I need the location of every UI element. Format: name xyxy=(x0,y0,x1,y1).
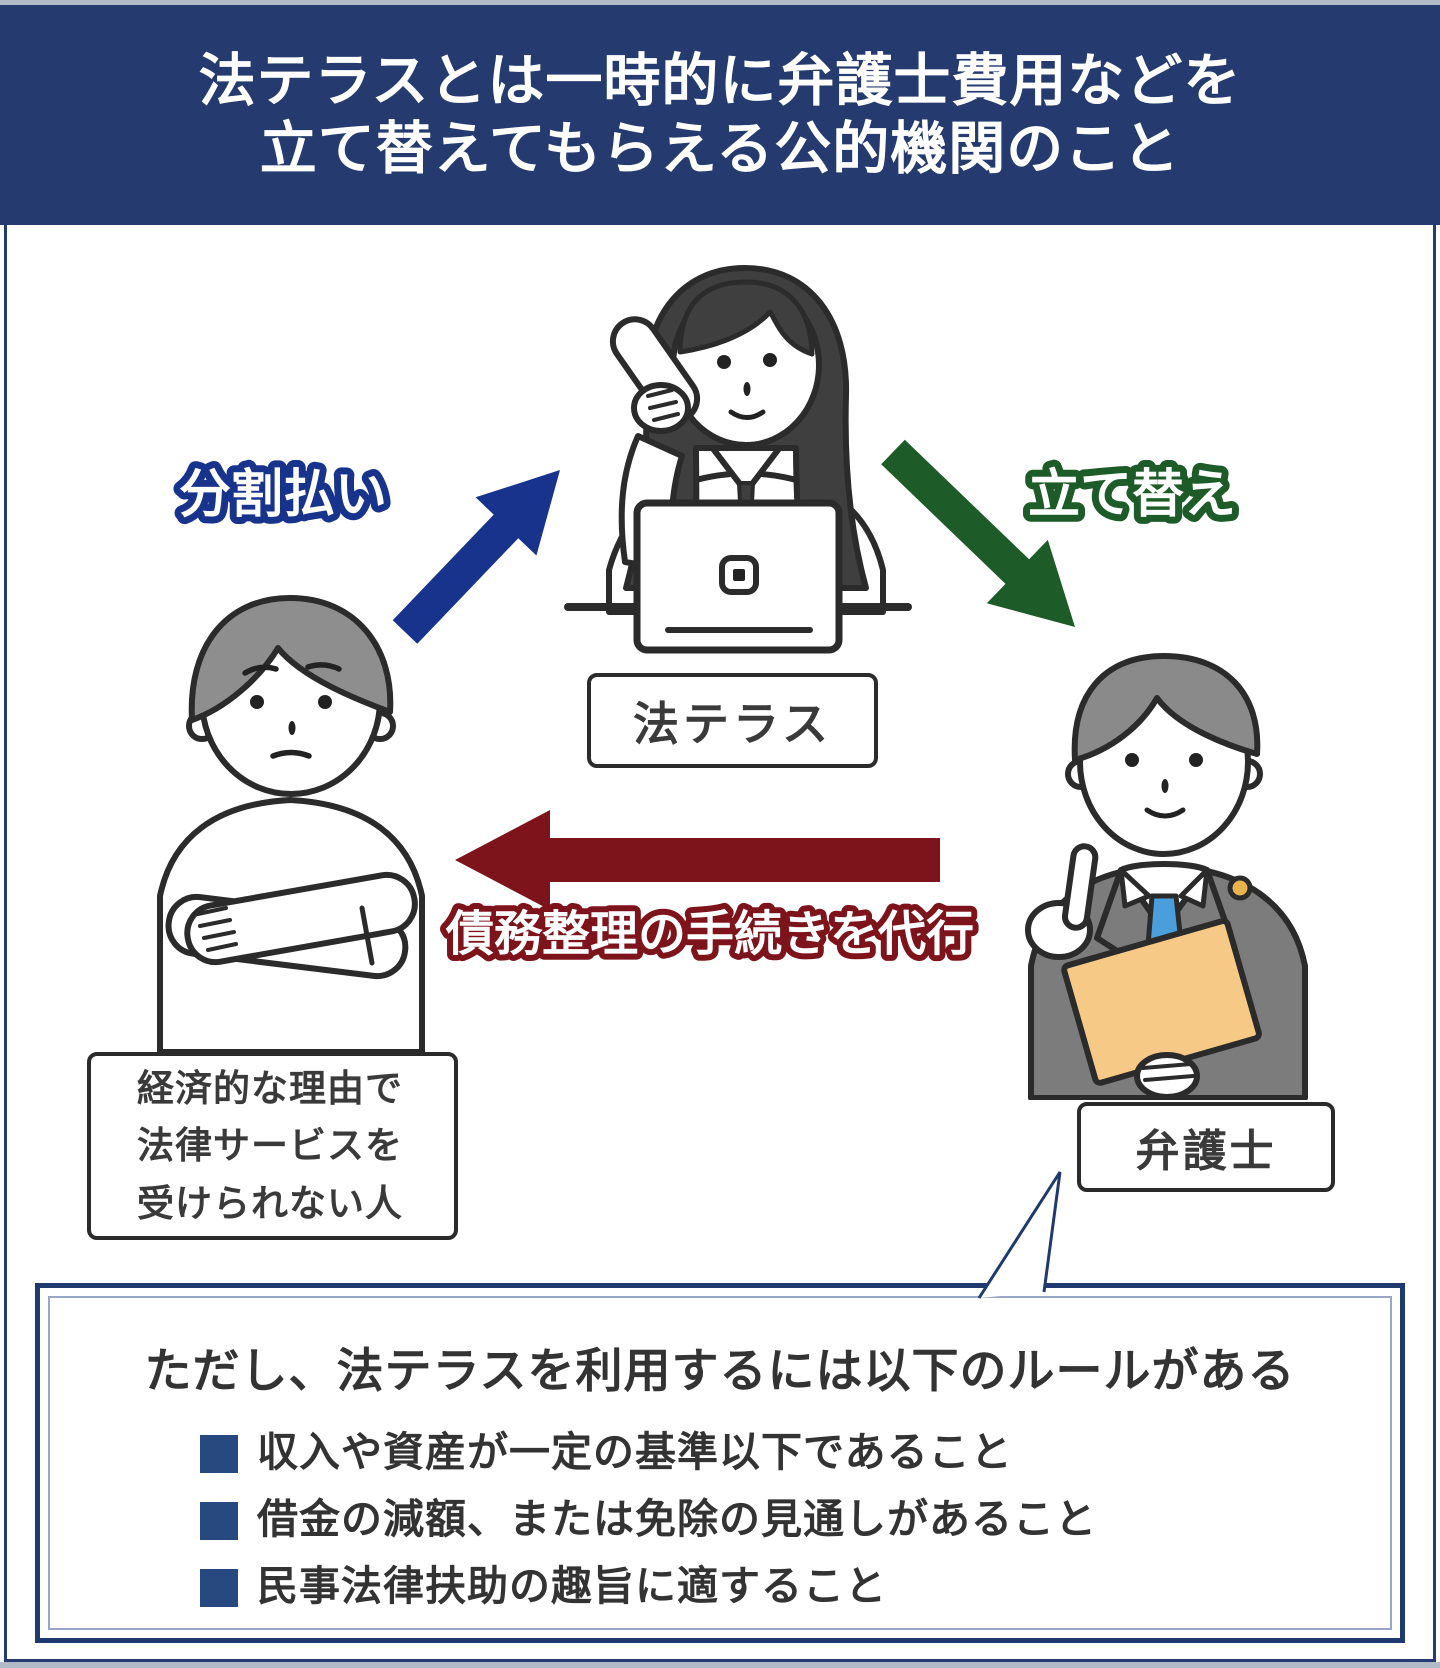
header-banner: 法テラスとは一時的に弁護士費用などを 立て替えてもらえる公的機関のこと xyxy=(0,5,1440,225)
square-bullet-icon xyxy=(200,1435,238,1473)
houterasu-staff-illustration xyxy=(564,265,912,654)
square-bullet-icon xyxy=(200,1502,238,1541)
debtor-label-line2: 法律サービスを xyxy=(137,1125,403,1167)
rule-item: 民事法律扶助の趣旨に適すること xyxy=(200,1565,1400,1608)
page-title-line2: 立て替えてもらえる公的機関のこと xyxy=(259,117,1181,181)
lawyer-illustration xyxy=(1025,653,1308,1100)
rule-item-text: 借金の減額、または免除の見通しがあること xyxy=(257,1496,1097,1543)
rule-item-text: 収入や資産が一定の基準以下であること xyxy=(257,1429,1013,1475)
top-edge-strip xyxy=(0,0,1440,5)
square-bullet-icon xyxy=(200,1569,238,1608)
rule-item: 借金の減額、または免除の見通しがあること xyxy=(200,1496,1400,1543)
bottom-edge-strip xyxy=(0,1662,1440,1668)
lawyer-label: 弁護士 xyxy=(1135,1127,1277,1176)
lawyer-label-box: 弁護士 xyxy=(1077,1102,1335,1192)
page-title-line1: 法テラスとは一時的に弁護士費用などを xyxy=(198,48,1242,113)
debtor-label-line1: 経済的な理由で xyxy=(137,1067,403,1109)
rule-item: 収入や資産が一定の基準以下であること xyxy=(200,1429,1400,1475)
rules-box: ただし、法テラスを利用するには以下のルールがある 収入や資産が一定の基準以下であ… xyxy=(35,1283,1405,1643)
houterasu-label-box: 法テラス xyxy=(587,673,878,768)
debtor-label-line3: 受けられない人 xyxy=(137,1182,403,1224)
debtor-illustration xyxy=(157,595,425,1054)
rules-list: 収入や資産が一定の基準以下であること 借金の減額、または免除の見通しがあること … xyxy=(40,1429,1400,1608)
rules-title: ただし、法テラスを利用するには以下のルールがある xyxy=(144,1344,1296,1397)
rule-item-text: 民事法律扶助の趣旨に適すること xyxy=(257,1563,887,1610)
debtor-label-box: 経済的な理由で 法律サービスを 受けられない人 xyxy=(87,1052,458,1240)
houterasu-label: 法テラス xyxy=(632,697,833,750)
